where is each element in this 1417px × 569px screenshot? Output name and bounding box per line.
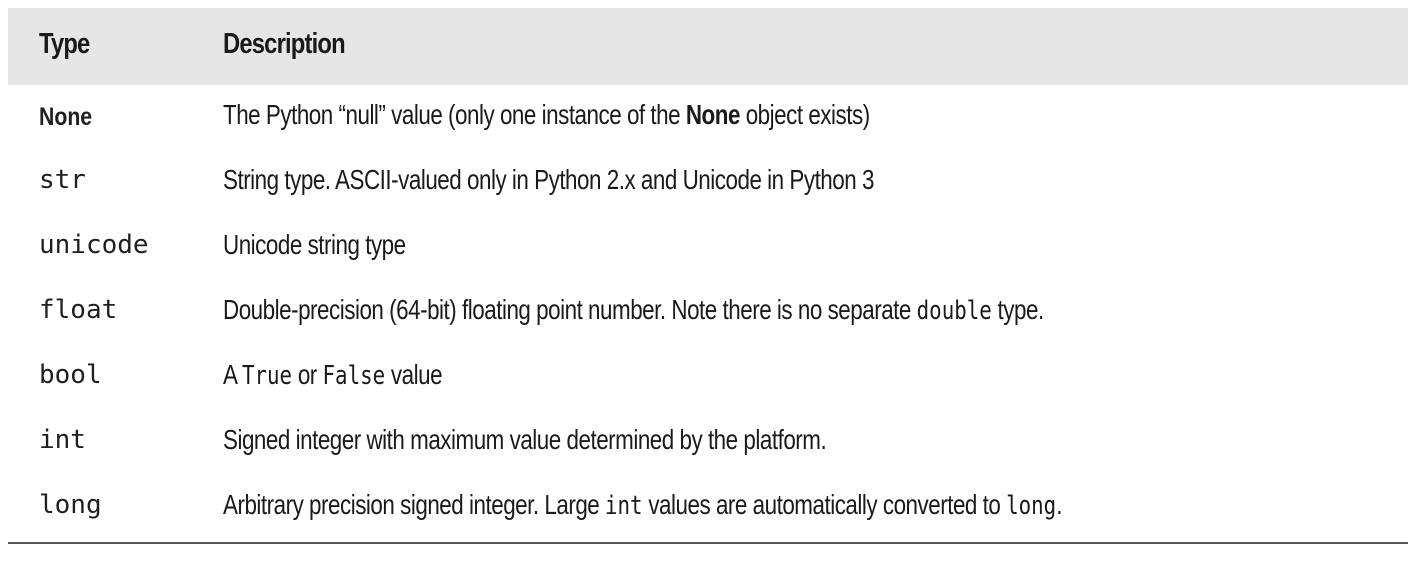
description-text: None (685, 99, 741, 130)
type-cell: str (39, 165, 86, 195)
description-text: Double-precision (64-bit) floating point… (223, 294, 917, 325)
inline-code: long (1006, 491, 1057, 521)
description-text: object exists) (739, 99, 870, 130)
description-text: A (223, 359, 242, 390)
description-text: values are automatically converted to (642, 489, 1007, 520)
inline-code: True (241, 361, 293, 391)
description-text: value (385, 359, 443, 390)
table-row: long Arbitrary precision signed integer. … (8, 475, 1408, 540)
header-type: Type (39, 28, 90, 60)
header-description: Description (223, 28, 346, 60)
inline-code: double (916, 296, 992, 326)
table-row: float Double-precision (64-bit) floating … (8, 280, 1408, 345)
description-text: Unicode string type (223, 229, 406, 260)
description-cell: Double-precision (64-bit) floating point… (223, 294, 1044, 326)
description-text: Signed integer with maximum value determ… (223, 424, 827, 455)
table-row: int Signed integer with maximum value det… (8, 410, 1408, 475)
description-text: type. (991, 294, 1045, 325)
inline-code: False (322, 361, 386, 391)
description-cell: Unicode string type (223, 229, 406, 261)
table-row: bool A True or False value (8, 345, 1408, 410)
description-cell: The Python “null” value (only one instan… (223, 99, 870, 131)
description-cell: String type. ASCII-valued only in Python… (223, 164, 874, 196)
type-cell: None (39, 103, 93, 131)
description-text: Arbitrary precision signed integer. Larg… (223, 489, 606, 520)
description-text: The Python “null” value (only one instan… (223, 99, 686, 130)
table-row: unicode Unicode string type (8, 215, 1408, 280)
description-cell: A True or False value (223, 359, 443, 391)
description-cell: Signed integer with maximum value determ… (223, 424, 827, 456)
description-text: or (292, 359, 323, 390)
description-text: . (1056, 489, 1062, 520)
type-cell: int (39, 425, 86, 455)
table-bottom-rule (8, 542, 1408, 544)
description-cell: Arbitrary precision signed integer. Larg… (223, 489, 1062, 521)
table-header: Type Description (8, 8, 1408, 85)
type-cell: float (39, 295, 118, 325)
description-text: String type. ASCII-valued only in Python… (223, 164, 874, 195)
type-cell: long (39, 490, 102, 520)
type-cell: unicode (39, 230, 149, 260)
type-cell: bool (39, 360, 102, 390)
inline-code: int (605, 491, 643, 521)
table-row: str String type. ASCII-valued only in Pyt… (8, 150, 1408, 215)
